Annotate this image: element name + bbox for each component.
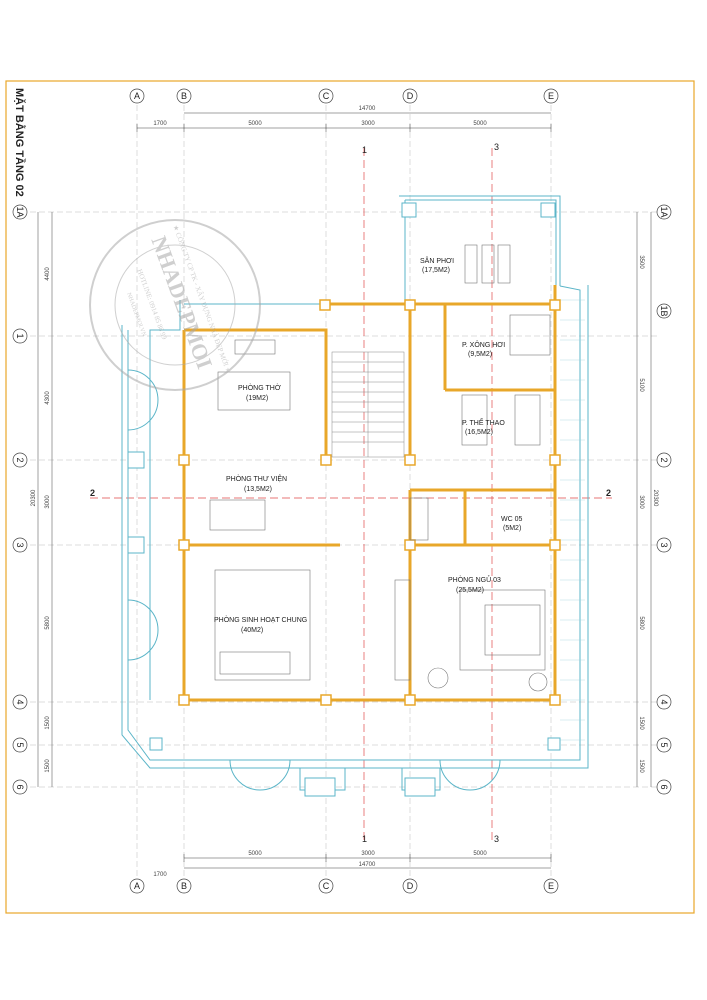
watermark-logo: NHADEPMOI ★ CÔNG TY CP TK - XÂY DỰNG NHÀ…: [89, 219, 261, 391]
plan-title: MẶT BẰNG TẦNG 02: [13, 88, 26, 197]
left-axis-bubbles: [12, 204, 28, 795]
room-xong-hoi-name: P. XÔNG HƠI: [462, 340, 505, 349]
section-mark-bottom-1: 1: [362, 834, 367, 844]
room-the-thao-area: (16,5M2): [465, 429, 493, 436]
axis-bottom-c: C: [323, 881, 330, 891]
dim-bottom-2: 3000: [361, 851, 375, 857]
room-the-thao-name: P. THỂ THAO: [462, 418, 505, 427]
axis-bottom-e: E: [548, 881, 554, 891]
bottom-dimension-lines: [183, 854, 552, 869]
axis-bottom-a: A: [134, 881, 140, 891]
structural-columns: [178, 299, 561, 706]
axis-left-2: 2: [15, 457, 25, 462]
section-mark-right: 2: [606, 488, 611, 498]
axis-right-2: 2: [659, 457, 669, 462]
room-san-phoi-area: (17,5M2): [422, 267, 450, 274]
dim-right-5: 1500: [638, 716, 644, 730]
staircase: [331, 351, 405, 458]
dim-top-4: 5000: [473, 121, 487, 127]
dim-bottom-1: 5000: [248, 851, 262, 857]
dim-bottom-extra: 1700: [153, 872, 167, 878]
dim-top-2: 5000: [248, 121, 262, 127]
dim-right-1: 3500: [638, 255, 644, 269]
axis-top-a: A: [134, 91, 140, 101]
dim-left-5: 1500: [45, 716, 51, 730]
dim-right-6: 1500: [638, 759, 644, 773]
dim-left-4: 5800: [45, 616, 51, 630]
sheet-border: [5, 80, 695, 914]
axis-top-d: D: [407, 91, 414, 101]
dim-top-1: 1700: [153, 121, 167, 127]
axis-left-5: 5: [15, 742, 25, 747]
right-axis-bubbles: [656, 204, 672, 795]
dim-right-4: 5800: [638, 616, 644, 630]
section-mark-left: 2: [90, 488, 95, 498]
dim-left-3: 3000: [45, 495, 51, 509]
room-phong-tho-area: (19M2): [246, 395, 268, 402]
axis-right-1b: 1B: [659, 305, 669, 316]
axis-left-1: 1: [15, 333, 25, 338]
axis-left-3: 3: [15, 542, 25, 547]
dim-top-total: 14700: [359, 106, 376, 112]
dim-left-1: 4400: [45, 267, 51, 281]
axis-right-6: 6: [659, 784, 669, 789]
room-sinh-hoat-area: (40M2): [241, 627, 263, 634]
section-mark-bottom-3: 3: [494, 834, 499, 844]
left-dimension-lines: [37, 212, 53, 787]
top-axis-bubbles: [129, 88, 559, 104]
axis-bottom-b: B: [181, 881, 187, 891]
axis-right-3: 3: [659, 542, 669, 547]
axis-top-b: B: [181, 91, 187, 101]
room-phong-tho-name: PHÒNG THỜ: [238, 383, 281, 392]
dim-top-3: 3000: [361, 121, 375, 127]
room-xong-hoi-area: (9,5M2): [468, 351, 492, 358]
room-thu-vien-area: (13,5M2): [244, 486, 272, 493]
axis-left-1a: 1A: [15, 206, 25, 217]
room-sinh-hoat-name: PHÒNG SINH HOẠT CHUNG: [214, 615, 307, 624]
top-dimension-lines: [136, 112, 552, 132]
dim-left-2: 4300: [45, 391, 51, 405]
section-mark-top-1: 1: [362, 145, 367, 155]
dim-left-6: 1500: [45, 759, 51, 773]
room-wc05-name: WC 05: [501, 516, 523, 523]
dim-right-total: 20300: [652, 490, 658, 507]
room-san-phoi-name: SÂN PHƠI: [420, 256, 454, 265]
room-wc05-area: (5M2): [503, 525, 521, 532]
axis-top-e: E: [548, 91, 554, 101]
bottom-axis-bubbles: [129, 878, 559, 894]
axis-bottom-d: D: [407, 881, 414, 891]
section-mark-top-3: 3: [494, 142, 499, 152]
axis-right-1a: 1A: [659, 206, 669, 217]
axis-right-5: 5: [659, 742, 669, 747]
room-ngu03-name: PHÒNG NGỦ 03: [448, 575, 501, 584]
axis-left-6: 6: [15, 784, 25, 789]
exterior-columns: [127, 202, 561, 797]
section-lines: [90, 148, 612, 840]
axis-top-c: C: [323, 91, 330, 101]
room-ngu03-area: (25,5M2): [456, 587, 484, 594]
right-dimension-lines: [636, 212, 652, 787]
dim-right-2: 5100: [638, 378, 644, 392]
dim-bottom-total: 14700: [359, 862, 376, 868]
axis-left-4: 4: [15, 699, 25, 704]
furniture: [209, 244, 551, 692]
right-hatch: [560, 299, 585, 741]
exterior-outline: [121, 195, 589, 791]
axis-right-4: 4: [659, 699, 669, 704]
column-grid: [136, 105, 552, 880]
dim-left-total: 20300: [31, 489, 37, 506]
room-thu-vien-name: PHÒNG THƯ VIỆN: [226, 474, 287, 483]
dim-bottom-3: 5000: [473, 851, 487, 857]
dim-right-3: 3000: [638, 495, 644, 509]
